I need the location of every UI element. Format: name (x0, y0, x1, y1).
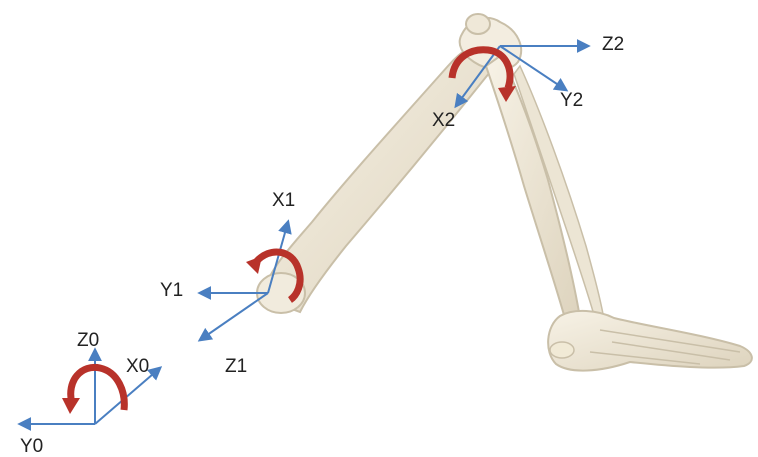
frame0-z-label: Z0 (77, 330, 99, 351)
frame2-y-label: Y2 (560, 90, 583, 111)
frame-0: Z0 X0 Y0 (20, 330, 160, 457)
frame1-y-label: Y1 (160, 280, 183, 301)
foot-bones (548, 311, 752, 371)
frame0-rotation-arrow-icon (71, 367, 125, 410)
frame1-x-label: X1 (272, 190, 295, 211)
leg-skeleton-illustration (257, 14, 752, 371)
frame2-z-label: Z2 (602, 34, 624, 55)
patella (466, 14, 490, 34)
frame1-z-axis (200, 293, 268, 340)
frame2-x-label: X2 (432, 110, 455, 131)
frame0-y-label: Y0 (20, 436, 43, 457)
frame1-z-label: Z1 (225, 356, 247, 377)
frame0-x-label: X0 (126, 356, 149, 377)
